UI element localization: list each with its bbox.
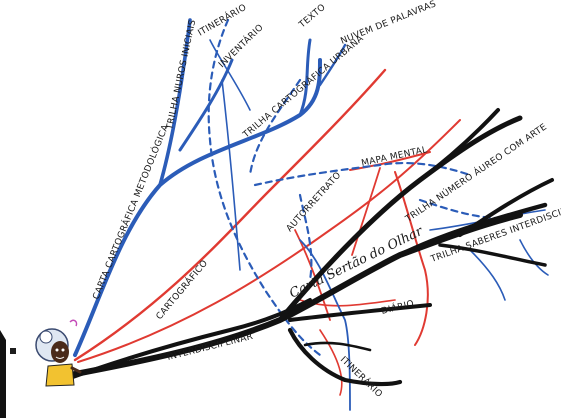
blue-branch-thin-5 [470,250,505,300]
character-shirt [46,364,74,386]
character-eye-left [56,349,59,352]
paper-edge [0,330,6,418]
character-accent [70,320,77,326]
label-cartografico-red: CARTOGRÁFICO [153,257,210,322]
character-small-mark [10,348,16,354]
blue-branch-thin-1 [222,80,240,270]
label-inventario: INVENTÁRIO [216,21,266,70]
character-face [51,341,69,363]
character-figure [10,320,80,386]
blue-branch-thin-6 [520,240,548,275]
label-nuvem: NUVEM DE PALAVRAS [339,0,437,47]
label-trilha-nuros: TRILHA NUROS INICIAIS [165,19,198,132]
black-branch-sub [305,343,370,350]
label-itinerario-bottom: ITINERÁRIO [338,354,385,400]
label-cartografico-blue: CARTA CARTOGRÁFICA METODOLÓGICA [90,122,172,301]
character-eye-right [62,349,65,352]
red-branch-cartografico [75,70,385,360]
label-trilha-cartografica: TRILHA CARTOGRÁFICA URBANA [239,32,366,141]
label-autorretrato: AUTORRETRATO [285,170,344,234]
label-mapa-mental: MAPA MENTAL [361,145,429,169]
label-diario: DIÁRIO [380,297,415,317]
character-hair-bun [40,331,52,343]
label-texto: TEXTO [297,3,328,31]
